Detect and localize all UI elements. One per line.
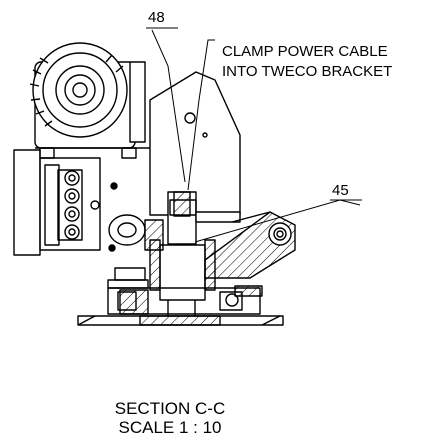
balloon-48: 48 [148, 9, 165, 26]
note-line-2: INTO TWECO BRACKET [222, 63, 392, 80]
bracket-plate [149, 71, 241, 216]
motor-wheel [29, 42, 150, 159]
leader-48 [151, 29, 186, 183]
leader-note [187, 39, 215, 191]
balloon-45: 45 [332, 182, 349, 199]
leader-lines [146, 27, 362, 243]
section-title: SECTION C-C [114, 399, 226, 418]
section-scale: SCALE 1 : 10 [118, 418, 222, 437]
bolt-block [13, 149, 118, 256]
base-assembly [77, 239, 284, 326]
note-line-1: CLAMP POWER CABLE [222, 43, 388, 60]
